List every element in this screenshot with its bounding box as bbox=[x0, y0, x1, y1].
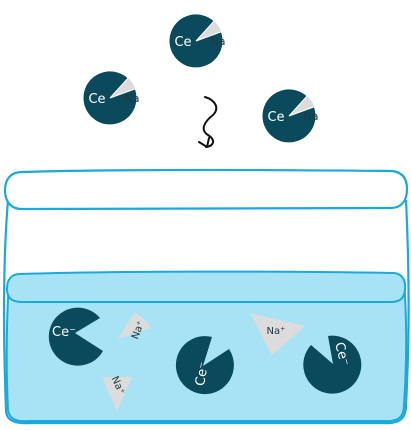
na-label: Na bbox=[125, 92, 140, 105]
na-ion-shape bbox=[102, 377, 132, 411]
ce-ion-shape bbox=[303, 335, 362, 394]
na-label: Na bbox=[211, 35, 226, 48]
na-ion-shape bbox=[118, 313, 151, 339]
ce-sphere bbox=[168, 13, 224, 69]
cena-molecule: Ce Na bbox=[261, 88, 319, 144]
ce-label: Ce bbox=[267, 110, 284, 125]
cena-molecule: Ce Na bbox=[82, 70, 140, 126]
ce-sphere bbox=[261, 88, 317, 144]
na-ion-shape bbox=[250, 313, 305, 355]
na-ion: Na⁺ bbox=[250, 313, 305, 355]
na-ion-label: Na⁺ bbox=[267, 326, 286, 337]
ce-ion-shape bbox=[48, 307, 103, 366]
beaker-rim bbox=[3, 168, 409, 211]
ce-ion-shape bbox=[175, 336, 234, 395]
ce-ion: Ce⁻ bbox=[175, 336, 234, 395]
ce-sphere bbox=[82, 70, 138, 126]
squiggly-down-arrow-icon bbox=[198, 96, 218, 148]
water-surface bbox=[5, 270, 407, 303]
ce-ion: Ce⁻ bbox=[303, 335, 362, 394]
ce-ion: Ce⁻ bbox=[48, 307, 103, 366]
ce-ion-label: Ce⁻ bbox=[193, 361, 212, 387]
ce-label: Ce bbox=[174, 35, 191, 50]
cena-molecule: Ce Na bbox=[168, 13, 226, 69]
ce-ion-label: Ce⁻ bbox=[331, 341, 352, 368]
na-label: Na bbox=[304, 110, 319, 123]
ce-label: Ce bbox=[88, 92, 105, 107]
na-ion: Na⁺ bbox=[102, 375, 132, 411]
ce-ion-label: Ce⁻ bbox=[52, 325, 76, 340]
